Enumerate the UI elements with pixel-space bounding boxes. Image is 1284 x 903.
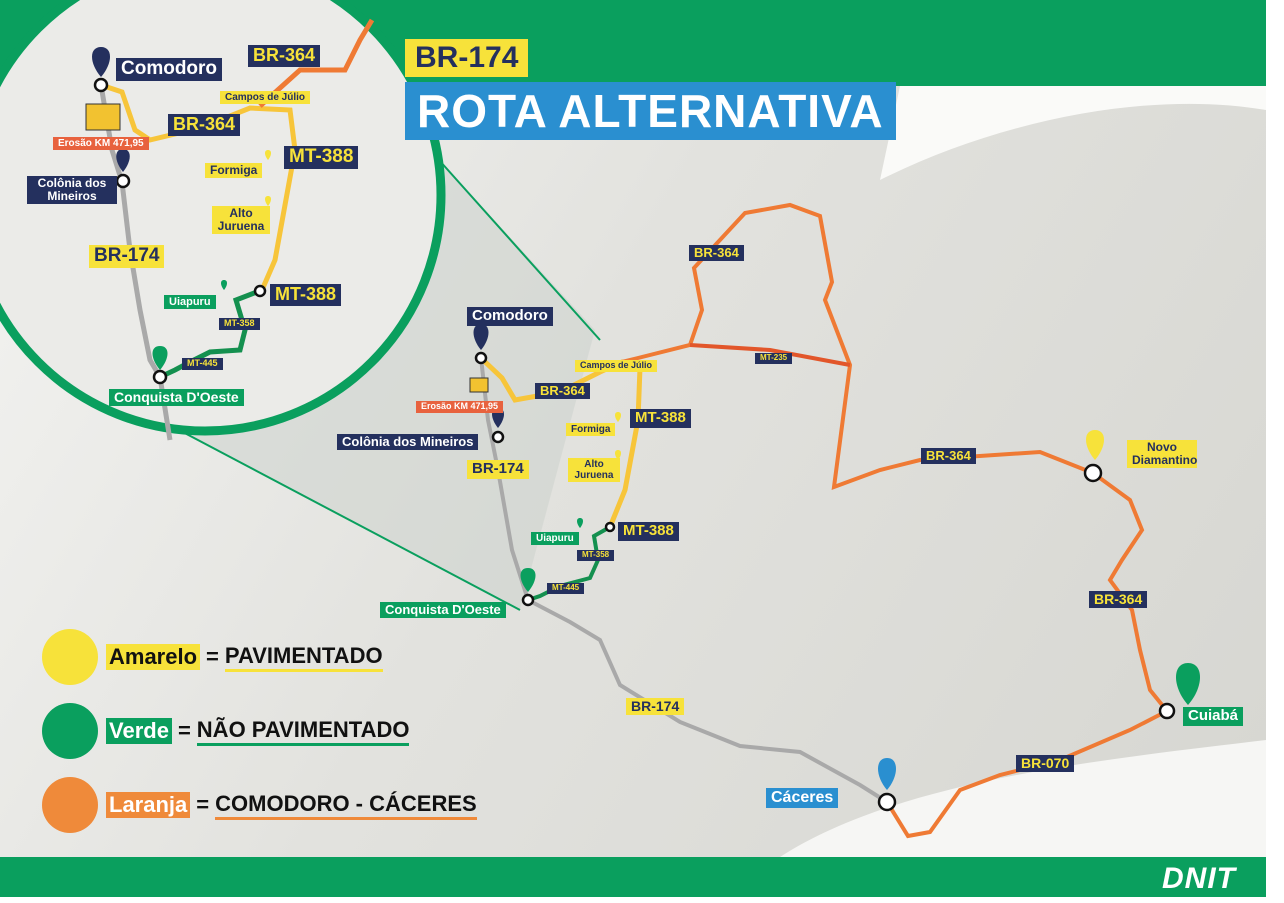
pin-icon (473, 324, 489, 350)
pin-icon (92, 47, 110, 77)
legend-description: PAVIMENTADO (224, 643, 383, 672)
pin-icon (520, 568, 536, 592)
label-novo-diamantino: Novo Diamantino (1127, 440, 1197, 469)
pin-icons (473, 324, 1200, 790)
label-formiga: Formiga (566, 423, 616, 436)
road-unpaved (527, 525, 611, 602)
label-mt358: MT-358 (577, 550, 615, 561)
legend-equals: = (206, 644, 219, 669)
swoosh-top (880, 86, 1266, 180)
bottom-band (0, 857, 1266, 897)
node-novo-diamantino (1083, 463, 1103, 483)
label-mt388: MT-388 (618, 522, 679, 541)
pin-icon (265, 196, 271, 206)
label-erosao: Erosão KM 471,95 (416, 401, 504, 413)
node-mt388 (604, 521, 616, 533)
inset-label-erosao: Erosão KM 471,95 (53, 137, 149, 150)
legend-swatch (42, 629, 98, 685)
pin-icon (1176, 663, 1200, 705)
pin-icon (615, 412, 621, 422)
inset-label-formiga: Formiga (205, 163, 263, 179)
label-br174-a: BR-174 (467, 460, 529, 479)
label-colonia: Colônia dos Mineiros (337, 434, 479, 451)
inset-node-comodoro (93, 77, 109, 93)
legend-key: Verde (106, 718, 172, 744)
road-comodoro-caceres (621, 202, 1171, 839)
barrier-icon (469, 377, 489, 393)
inset-label-br364-top: BR-364 (248, 45, 321, 67)
pin-icon (116, 149, 130, 172)
inset-node-conquista (152, 369, 168, 385)
inset-road-unpaved (158, 287, 263, 380)
legend-item: Laranja = COMODORO - CÁCERES (42, 777, 477, 833)
label-comodoro: Comodoro (467, 307, 553, 326)
beam-line (159, 419, 521, 611)
inset-label-mt388: MT-388 (270, 284, 342, 306)
inset-label-alto-juruena: Alto Juruena (212, 206, 270, 235)
label-mt388-top: MT-388 (630, 409, 691, 428)
inset-label-br364: BR-364 (168, 114, 241, 136)
label-mt235: MT-235 (755, 353, 793, 364)
label-br364-east: BR-364 (921, 448, 976, 465)
inset-label-conquista: Conquista D'Oeste (109, 389, 244, 407)
inset-label-mt445: MT-445 (182, 358, 223, 370)
node-cuiaba (1158, 702, 1176, 720)
node-comodoro (474, 351, 488, 365)
legend-swatch (42, 777, 98, 833)
label-br070: BR-070 (1016, 755, 1075, 773)
route-badge: BR-174 (405, 39, 529, 77)
node-conquista (521, 593, 535, 607)
legend-key: Amarelo (106, 644, 201, 670)
label-br364-north: BR-364 (689, 245, 744, 262)
legend-equals: = (177, 718, 191, 743)
inset-node-mt388 (253, 284, 267, 298)
legend-item: Amarelo = PAVIMENTADO (42, 629, 383, 685)
inset-label-comodoro: Comodoro (116, 58, 223, 81)
label-conquista: Conquista D'Oeste (380, 602, 506, 619)
node-caceres (877, 792, 897, 812)
inset-label-mt388-top: MT-388 (284, 146, 359, 169)
label-uiapuru: Uiapuru (531, 532, 579, 545)
legend-description: COMODORO - CÁCERES (215, 791, 477, 820)
label-alto-juruena: Alto Juruena (568, 458, 620, 482)
pin-icon (577, 518, 583, 528)
inset-label-mt358: MT-358 (219, 318, 260, 330)
pin-icon (1086, 430, 1104, 460)
label-mt445: MT-445 (547, 583, 585, 594)
pin-icon (615, 450, 621, 460)
legend-swatch (42, 703, 98, 759)
zoom-beam (160, 150, 595, 610)
dnit-logo: DNIT (1162, 862, 1236, 895)
inset-node-colonia (115, 173, 131, 189)
label-br364-south: BR-364 (1089, 591, 1148, 609)
beam-line (429, 149, 601, 341)
label-br174-b: BR-174 (626, 698, 685, 716)
inset-label-colonia: Colônia dos Mineiros (27, 176, 117, 205)
pin-icon (492, 408, 504, 428)
legend-description: NÃO PAVIMENTADO (196, 717, 410, 746)
label-cuiaba: Cuiabá (1183, 707, 1244, 726)
legend-equals: = (196, 792, 210, 817)
inset-label-br174: BR-174 (89, 245, 165, 268)
label-caceres: Cáceres (766, 788, 839, 808)
pin-icon (265, 150, 271, 160)
pin-icon (152, 346, 168, 370)
pin-icon (878, 758, 896, 790)
barrier-icon (85, 103, 121, 131)
legend-item: Verde = NÃO PAVIMENTADO (42, 703, 410, 759)
inset-label-campos: Campos de Júlio (220, 91, 311, 104)
page-title: ROTA ALTERNATIVA (405, 82, 896, 140)
label-campos: Campos de Júlio (575, 360, 658, 372)
legend-key: Laranja (106, 792, 191, 818)
road-mt235 (689, 343, 851, 367)
pin-icon (221, 280, 227, 290)
inset-label-uiapuru: Uiapuru (164, 295, 216, 310)
node-colonia (491, 430, 505, 444)
label-br364-a: BR-364 (535, 383, 590, 400)
map-canvas: BR-174 ROTA ALTERNATIVA Comodoro BR-364 … (0, 0, 1266, 897)
inset-road-br364 (258, 18, 375, 108)
